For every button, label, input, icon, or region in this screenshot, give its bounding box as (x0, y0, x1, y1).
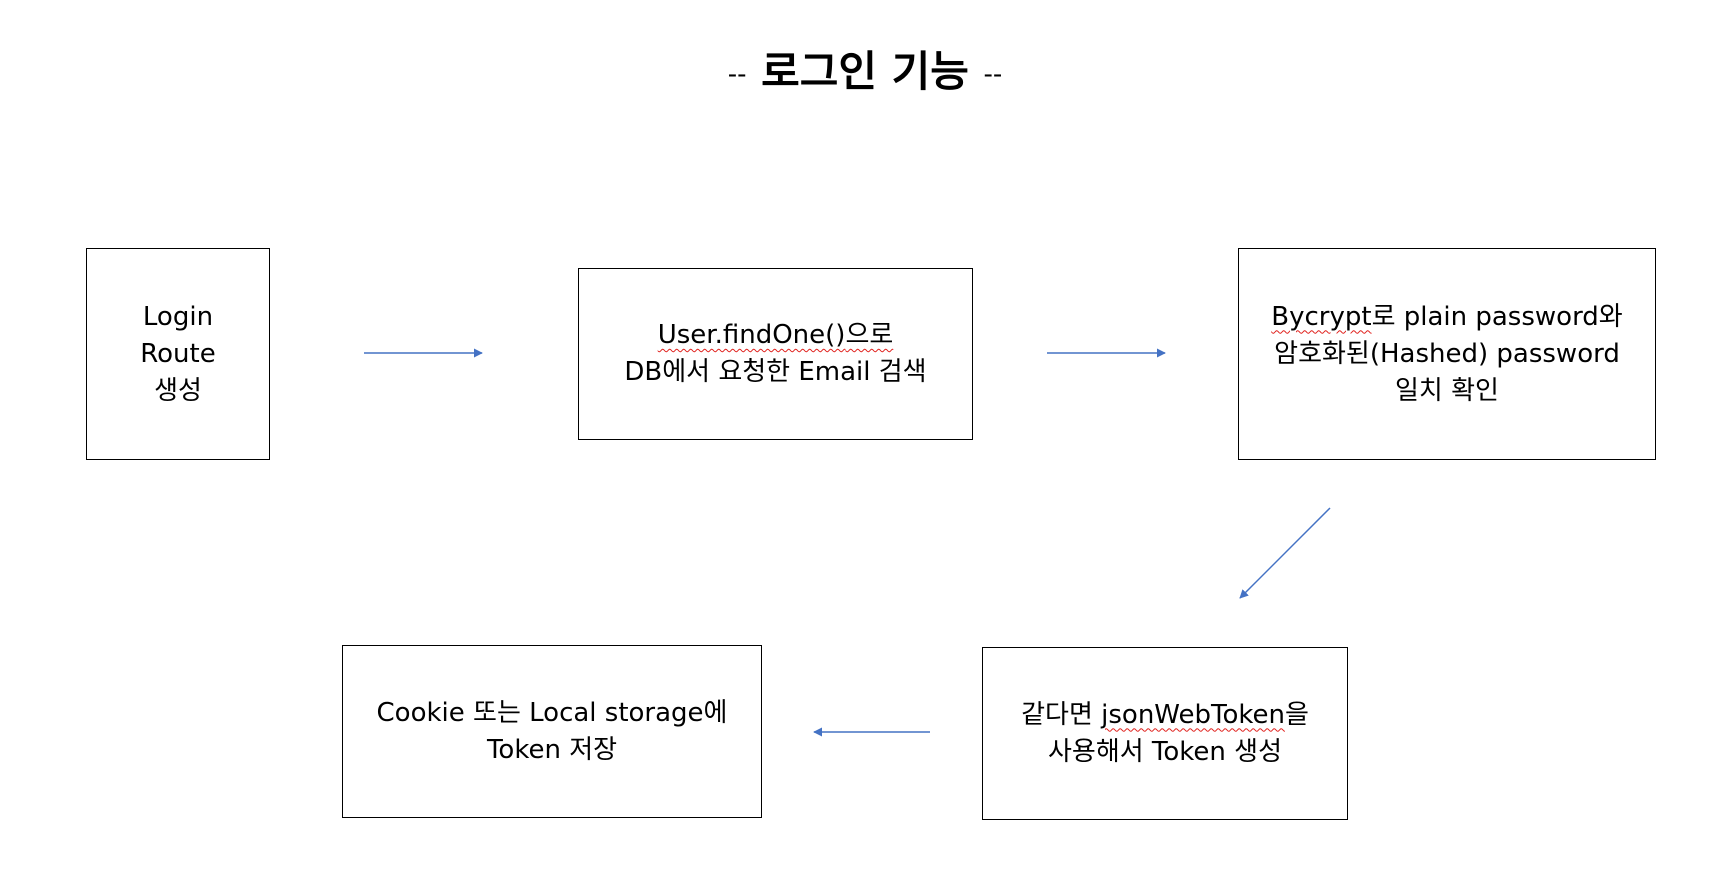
jwt-generate-line-2: 사용해서 Token 생성 (1047, 736, 1283, 767)
jwt-code: jsonWebToken (1101, 699, 1285, 730)
bcrypt-compare-box: Bycrypt로 plain password와 암호화된(Hashed) pa… (1238, 248, 1656, 460)
find-email-line-2: DB에서 요청한 Email 검색 (624, 357, 927, 387)
find-email-text: User.findOne()으로 DB에서 요청한 Email 검색 (624, 317, 926, 391)
find-email-suffix: 으로 (845, 320, 894, 350)
token-store-box: Cookie 또는 Local storage에 Token 저장 (342, 645, 762, 818)
jwt-prefix: 같다면 (1021, 699, 1102, 730)
login-route-line-2: Route (140, 338, 216, 369)
token-store-line-1: Cookie 또는 Local storage에 (376, 697, 728, 728)
arrow-bcrypt-to-jwt (1239, 507, 1331, 599)
find-email-box: User.findOne()으로 DB에서 요청한 Email 검색 (578, 268, 973, 440)
token-store-line-2: Token 저장 (486, 734, 618, 765)
bcrypt-suffix: 로 plain password와 (1371, 301, 1623, 332)
find-email-code: User.findOne() (657, 320, 846, 350)
bcrypt-code: Bycrypt (1271, 301, 1372, 332)
jwt-suffix: 을 (1284, 699, 1309, 730)
login-route-text: Login Route 생성 (140, 299, 215, 410)
bcrypt-compare-line-3: 일치 확인 (1395, 375, 1499, 406)
jwt-generate-text: 같다면 jsonWebToken을 사용해서 Token 생성 (1021, 697, 1309, 771)
find-email-line-1: User.findOne()으로 (624, 317, 926, 354)
login-route-box: Login Route 생성 (86, 248, 270, 460)
bcrypt-compare-line-1: Bycrypt로 plain password와 (1271, 299, 1622, 336)
bcrypt-compare-text: Bycrypt로 plain password와 암호화된(Hashed) pa… (1271, 299, 1622, 410)
login-route-line-3: 생성 (154, 375, 202, 406)
jwt-generate-box: 같다면 jsonWebToken을 사용해서 Token 생성 (982, 647, 1348, 820)
login-route-line-1: Login (142, 301, 214, 332)
diagram-title: -- 로그인 기능 -- (0, 42, 1730, 105)
title-text: 로그인 기능 (761, 47, 969, 96)
token-store-text: Cookie 또는 Local storage에 Token 저장 (377, 695, 728, 769)
title-dash-left: -- (727, 59, 747, 90)
bcrypt-compare-line-2: 암호화된(Hashed) password (1274, 338, 1620, 369)
title-dash-right: -- (983, 59, 1003, 90)
jwt-generate-line-1: 같다면 jsonWebToken을 (1021, 697, 1309, 734)
